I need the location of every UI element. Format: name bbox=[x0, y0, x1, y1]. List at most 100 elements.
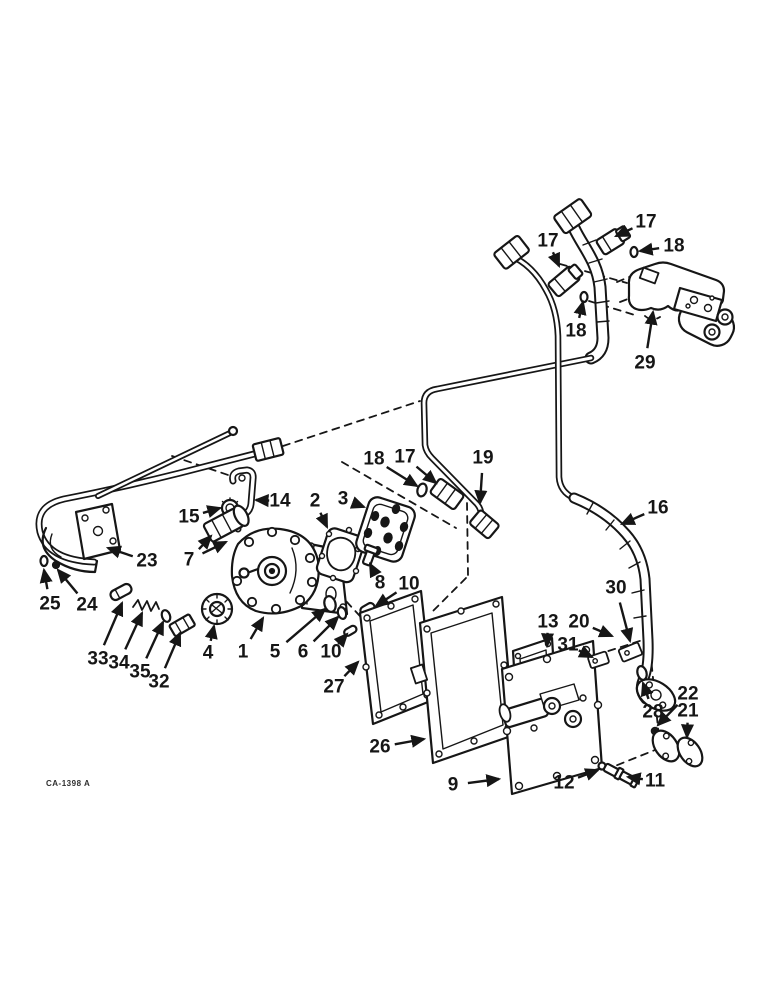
o-ring-6 bbox=[336, 606, 348, 620]
callout-18: 18 bbox=[363, 449, 384, 470]
callout-leader-4 bbox=[204, 623, 218, 642]
left-support-assembly bbox=[39, 425, 285, 574]
callout-27: 27 bbox=[323, 677, 344, 698]
callout-leader-11 bbox=[625, 772, 644, 786]
fitting-17-loose-left bbox=[547, 263, 584, 298]
hose-clip-30 bbox=[617, 641, 643, 663]
flange-21 bbox=[676, 736, 704, 768]
callout-leader-8 bbox=[368, 562, 382, 579]
callout-16: 16 bbox=[647, 498, 668, 519]
callout-leader-18 bbox=[386, 465, 419, 488]
callout-8: 8 bbox=[375, 573, 386, 594]
plunger-33 bbox=[109, 582, 133, 602]
callout-14: 14 bbox=[269, 491, 291, 512]
callout-6: 6 bbox=[298, 642, 309, 663]
callout-leader-30 bbox=[618, 602, 634, 644]
gasket-2 bbox=[315, 526, 366, 584]
stub-flange bbox=[651, 729, 681, 763]
callout-leader-17 bbox=[415, 465, 438, 485]
callout-22: 22 bbox=[677, 684, 698, 705]
valve-plate-9 bbox=[498, 639, 604, 796]
callout-3: 3 bbox=[338, 489, 349, 510]
callout-leader-16 bbox=[619, 512, 645, 526]
callout-34: 34 bbox=[108, 653, 130, 674]
o-ring-5 bbox=[323, 595, 337, 613]
callout-leader-27 bbox=[343, 660, 360, 678]
callout-leader-25 bbox=[39, 567, 53, 590]
callout-26: 26 bbox=[369, 737, 390, 758]
union-fitting-17 bbox=[429, 477, 465, 511]
callout-leader-17 bbox=[547, 251, 561, 269]
callout-19: 19 bbox=[472, 448, 493, 469]
callout-leader-12 bbox=[577, 768, 601, 781]
valve-port-a bbox=[716, 308, 734, 326]
callout-leader-2 bbox=[315, 512, 329, 530]
callout-leader-10 bbox=[374, 591, 398, 608]
callout-leader-1 bbox=[249, 616, 265, 640]
callout-leader-29 bbox=[644, 309, 658, 349]
valve-port-b bbox=[703, 323, 721, 341]
callout-7: 7 bbox=[184, 550, 195, 571]
pump-shaft-end bbox=[238, 567, 250, 579]
callout-leader-21 bbox=[680, 722, 695, 740]
tube-19-top-nut bbox=[553, 198, 593, 235]
o-ring-18-union bbox=[416, 482, 428, 498]
callout-30: 30 bbox=[605, 578, 626, 599]
callout-17: 17 bbox=[537, 231, 558, 252]
spring-34 bbox=[132, 599, 160, 612]
tube-19-end-nut bbox=[469, 509, 500, 540]
o-ring-18-top bbox=[629, 245, 639, 259]
callout-leader-13 bbox=[540, 632, 555, 649]
relief-valve-parts bbox=[109, 582, 196, 638]
callout-15: 15 bbox=[178, 507, 200, 528]
callout-25: 25 bbox=[39, 594, 61, 615]
callout-leader-3 bbox=[349, 496, 367, 509]
callout-28: 28 bbox=[642, 702, 663, 723]
callout-23: 23 bbox=[136, 551, 157, 572]
callout-leader-17 bbox=[613, 224, 634, 238]
callout-31: 31 bbox=[557, 635, 579, 656]
callout-leader-32 bbox=[163, 630, 182, 669]
callout-12: 12 bbox=[553, 773, 574, 794]
callout-leader-18 bbox=[637, 242, 660, 256]
callout-33: 33 bbox=[87, 649, 108, 670]
plug-32 bbox=[168, 613, 196, 638]
hose-16-top-nut bbox=[493, 234, 530, 270]
callout-2: 2 bbox=[310, 491, 321, 512]
callout-5: 5 bbox=[270, 642, 281, 663]
o-ring-25 bbox=[39, 554, 49, 568]
callout-21: 21 bbox=[677, 701, 699, 722]
bolt-8 bbox=[361, 543, 379, 567]
callout-leader-23 bbox=[105, 545, 134, 559]
fitting-17-loose-top bbox=[595, 225, 632, 256]
callout-18: 18 bbox=[565, 321, 586, 342]
callout-4: 4 bbox=[203, 643, 214, 664]
o-ring-18-left bbox=[579, 290, 589, 304]
callout-10: 10 bbox=[398, 574, 419, 595]
figure-code: CA-1398 A bbox=[46, 779, 90, 788]
callout-leader-26 bbox=[394, 734, 427, 748]
drive-gear-4 bbox=[200, 592, 234, 626]
callout-leader-15 bbox=[202, 505, 223, 518]
callout-17: 17 bbox=[394, 447, 415, 468]
pump-inlet-parts bbox=[202, 470, 253, 543]
callout-leader-34 bbox=[124, 610, 144, 650]
control-valve-29 bbox=[616, 261, 736, 347]
cover-plate-26 bbox=[409, 595, 516, 765]
callout-leader-14 bbox=[253, 493, 270, 508]
callout-leader-22 bbox=[656, 703, 679, 727]
callout-leader-28 bbox=[640, 680, 654, 700]
callout-leader-18 bbox=[573, 299, 587, 319]
callout-leader-24 bbox=[56, 568, 79, 595]
callout-1: 1 bbox=[238, 642, 249, 663]
callout-leader-5 bbox=[285, 607, 327, 644]
callout-leader-7 bbox=[201, 540, 229, 555]
callout-24: 24 bbox=[76, 595, 98, 616]
callout-20: 20 bbox=[568, 612, 589, 633]
rod-end-cap bbox=[227, 425, 239, 437]
callout-10: 10 bbox=[320, 642, 341, 663]
callout-leader-10 bbox=[333, 632, 349, 648]
callout-leader-7 bbox=[197, 534, 213, 551]
